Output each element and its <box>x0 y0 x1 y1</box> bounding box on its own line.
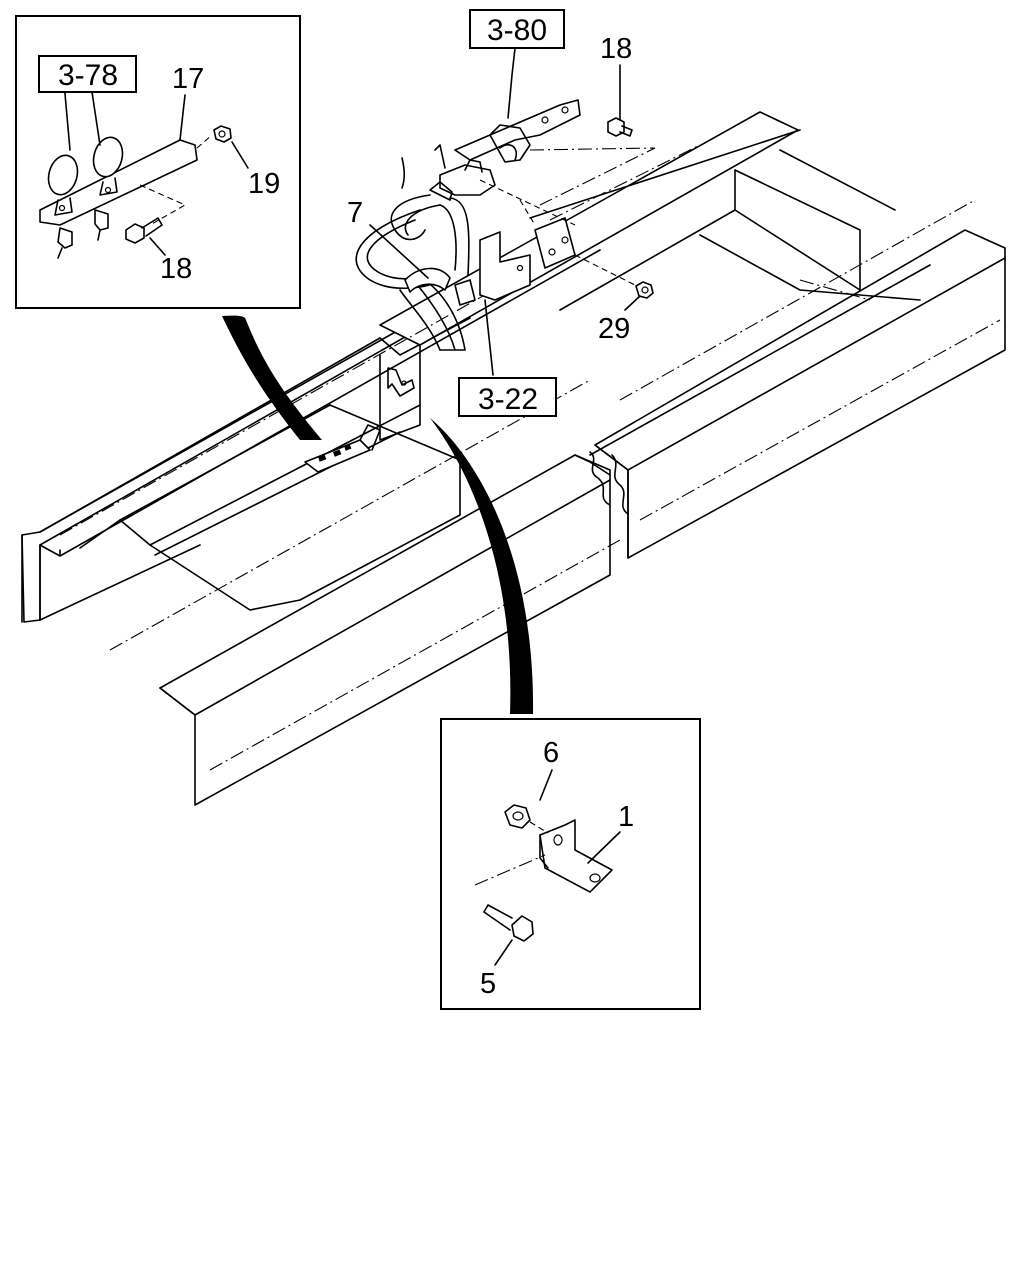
callout-18: 18 <box>600 33 632 65</box>
callout-18-inset: 18 <box>160 253 192 285</box>
frame-bracket <box>304 424 381 473</box>
cable-assembly <box>355 99 656 351</box>
reference-label: 3-80 <box>487 14 547 47</box>
reference-box-3-78[interactable]: 3-78 <box>38 55 137 93</box>
pointer-arrow-left <box>222 315 322 440</box>
nut-icon <box>635 281 654 299</box>
inset-bottom-right <box>440 718 701 1010</box>
bolt-icon <box>607 117 633 137</box>
reference-box-3-80[interactable]: 3-80 <box>469 9 565 49</box>
callout-29: 29 <box>598 313 630 345</box>
callout-7: 7 <box>347 197 363 229</box>
callout-6: 6 <box>543 737 559 769</box>
reference-label: 3-22 <box>478 383 538 416</box>
callout-17: 17 <box>172 63 204 95</box>
reference-box-3-22[interactable]: 3-22 <box>458 377 557 417</box>
beam-clip <box>387 367 415 397</box>
reference-label: 3-78 <box>58 59 118 92</box>
callout-19: 19 <box>248 168 280 200</box>
callout-1: 1 <box>618 801 634 833</box>
callout-5: 5 <box>480 968 496 1000</box>
pointer-arrow-right <box>430 418 534 714</box>
